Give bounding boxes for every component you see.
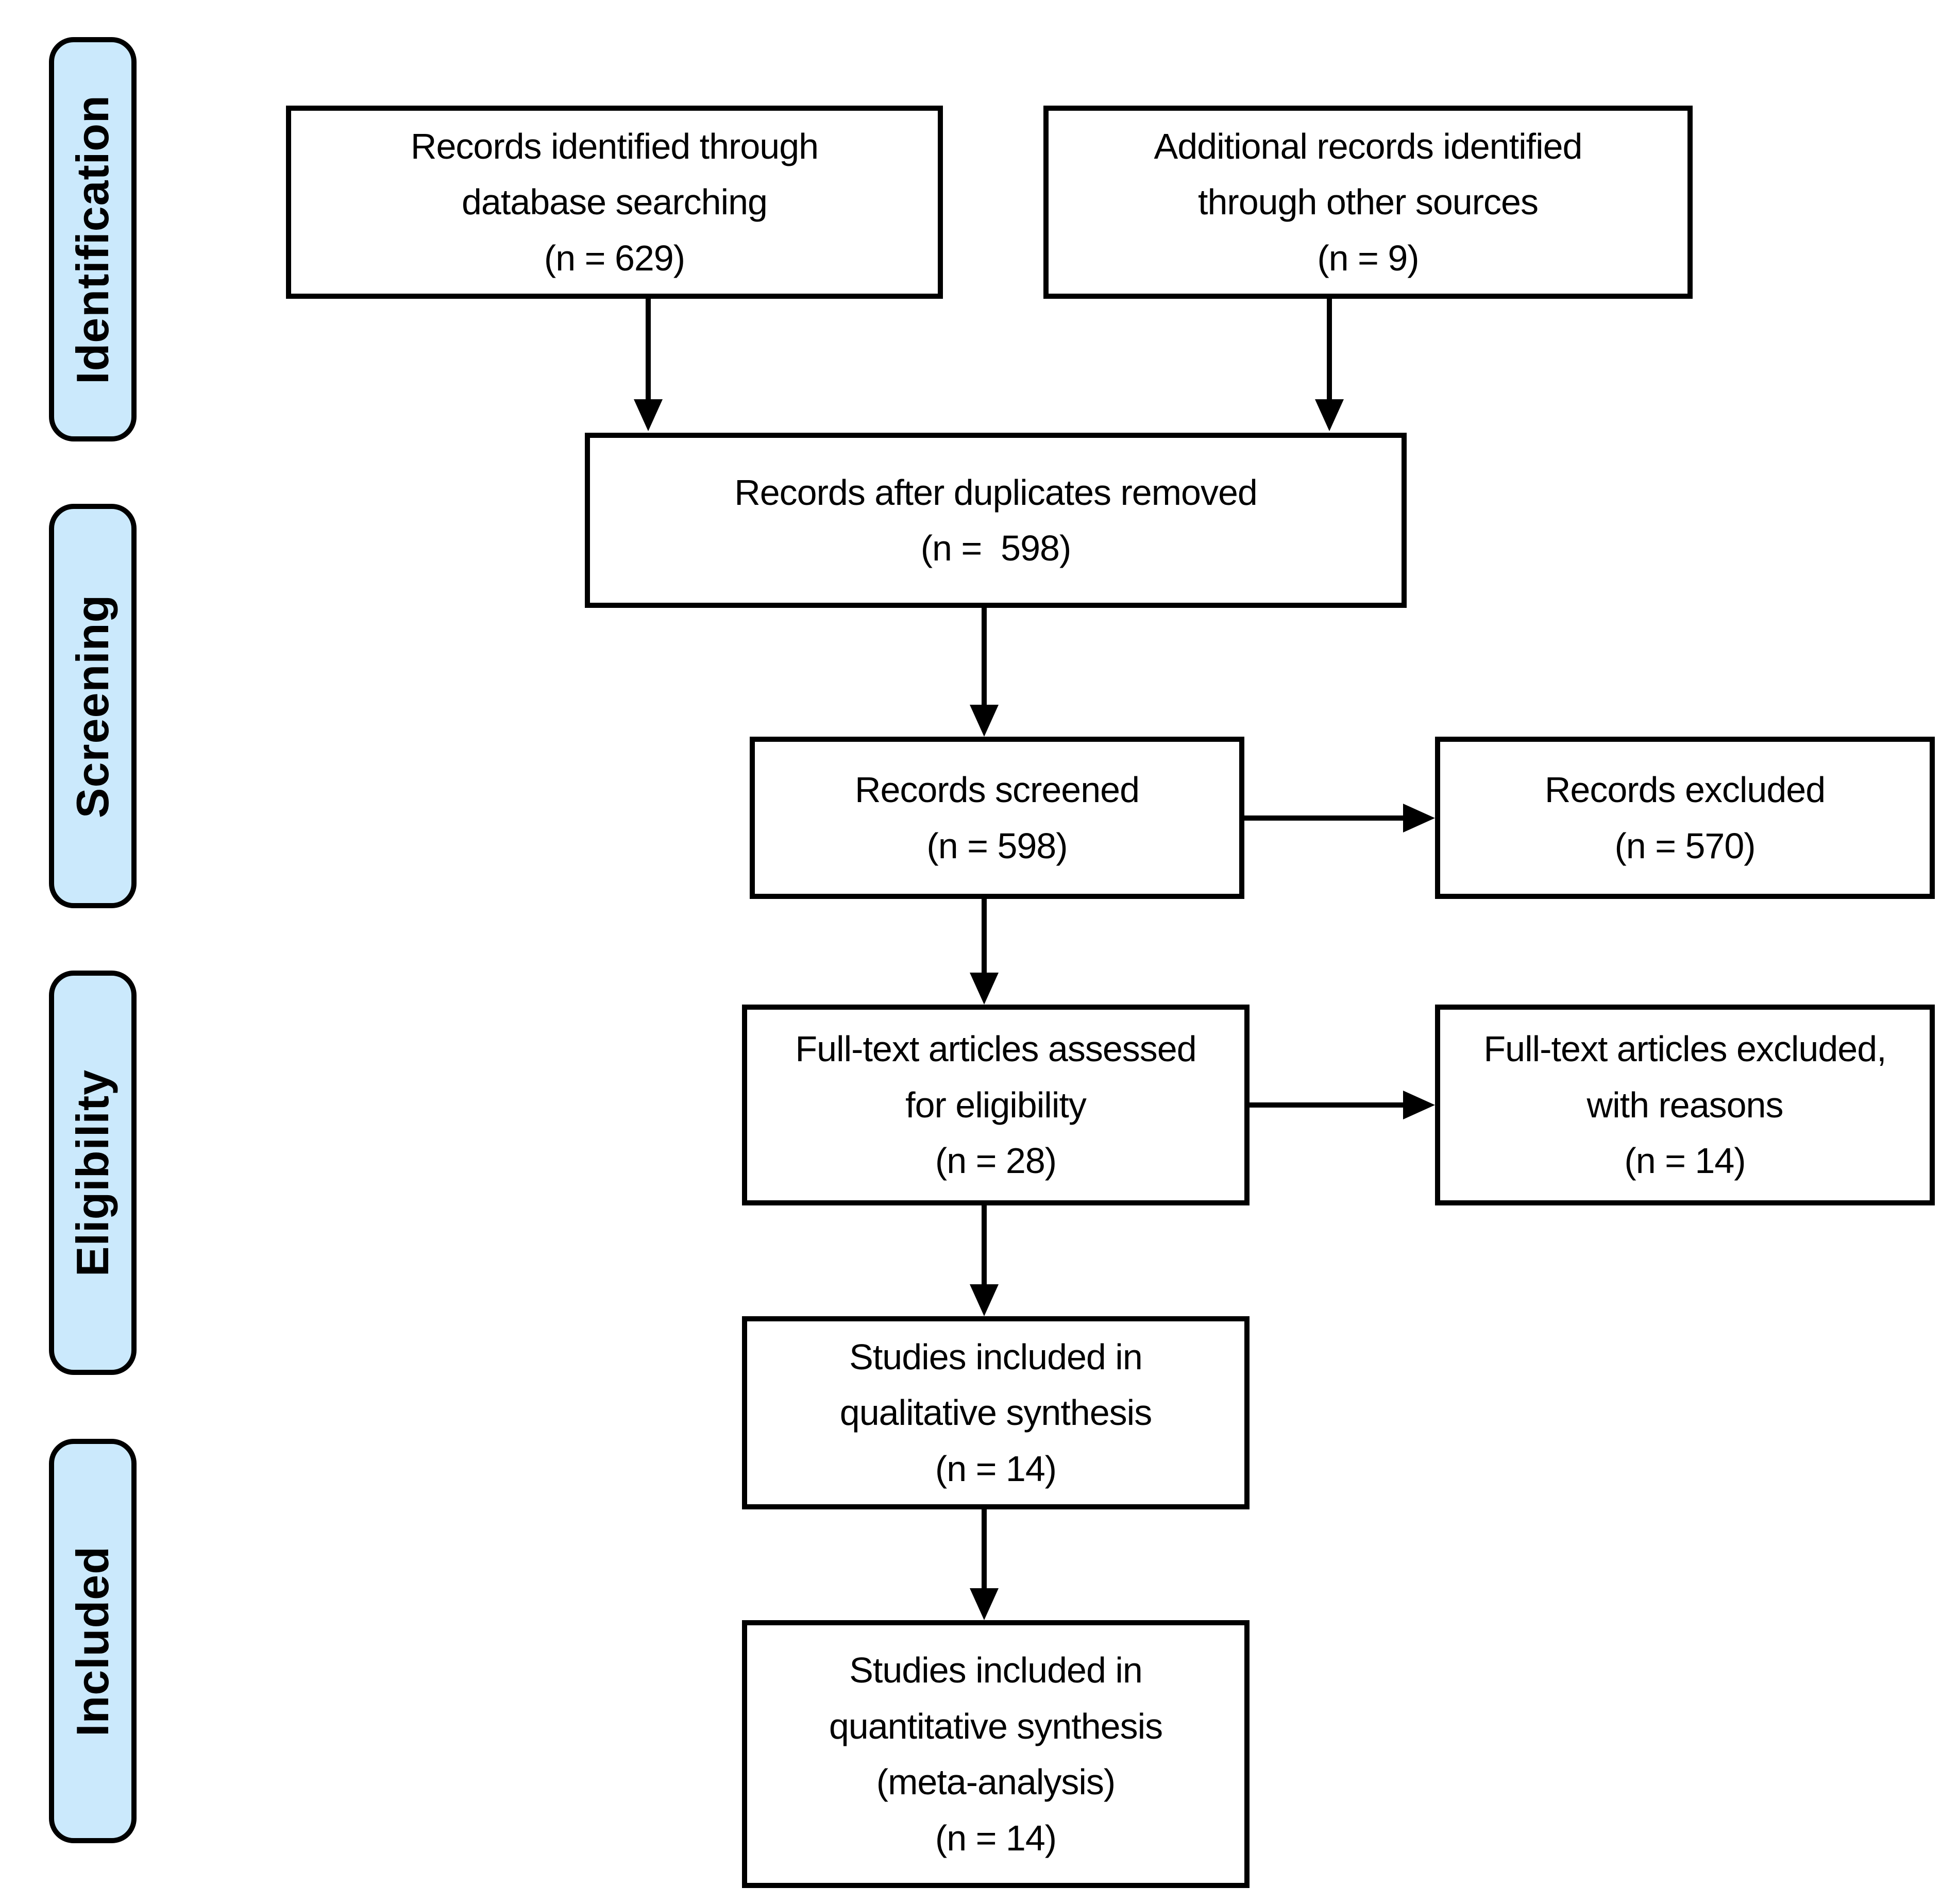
arrowhead-down-icon (970, 973, 999, 1005)
box-qualitative-synthesis: Studies included in qualitative synthesi… (742, 1316, 1250, 1509)
box-quantitative-synthesis: Studies included in quantitative synthes… (742, 1620, 1250, 1888)
stage-identification: Identification (49, 37, 137, 441)
box-records-after-duplicates-removed: Records after duplicates removed (n = 59… (585, 433, 1407, 608)
box-records-identified-database: Records identified through database sear… (286, 106, 943, 299)
stage-eligibility-label: Eligibility (67, 1069, 118, 1277)
stage-identification-label: Identification (67, 94, 118, 384)
arrow-line (982, 1205, 987, 1284)
box-fulltext-excluded: Full-text articles excluded, with reason… (1435, 1005, 1935, 1205)
arrowhead-down-icon (634, 399, 663, 431)
arrow-line (982, 1509, 987, 1588)
box-records-screened: Records screened (n = 598) (750, 737, 1244, 899)
box-additional-records-other-sources: Additional records identified through ot… (1043, 106, 1693, 299)
arrowhead-down-icon (970, 1284, 999, 1316)
arrow-line (1250, 1102, 1403, 1108)
box-fulltext-assessed: Full-text articles assessed for eligibil… (742, 1005, 1250, 1205)
arrow-line (1327, 299, 1332, 399)
arrow-line (646, 299, 651, 399)
stage-included-label: Included (67, 1545, 119, 1737)
arrowhead-right-icon (1403, 1091, 1435, 1119)
stage-included: Included (49, 1439, 137, 1843)
stage-eligibility: Eligibility (49, 971, 137, 1375)
arrowhead-down-icon (1315, 399, 1344, 431)
box-records-excluded: Records excluded (n = 570) (1435, 737, 1935, 899)
stage-screening-label: Screening (67, 594, 119, 818)
arrow-line (1244, 815, 1403, 821)
arrowhead-down-icon (970, 1588, 999, 1620)
arrow-line (982, 608, 987, 705)
arrowhead-right-icon (1403, 804, 1435, 832)
stage-screening: Screening (49, 504, 137, 908)
arrow-line (982, 899, 987, 973)
arrowhead-down-icon (970, 705, 999, 737)
